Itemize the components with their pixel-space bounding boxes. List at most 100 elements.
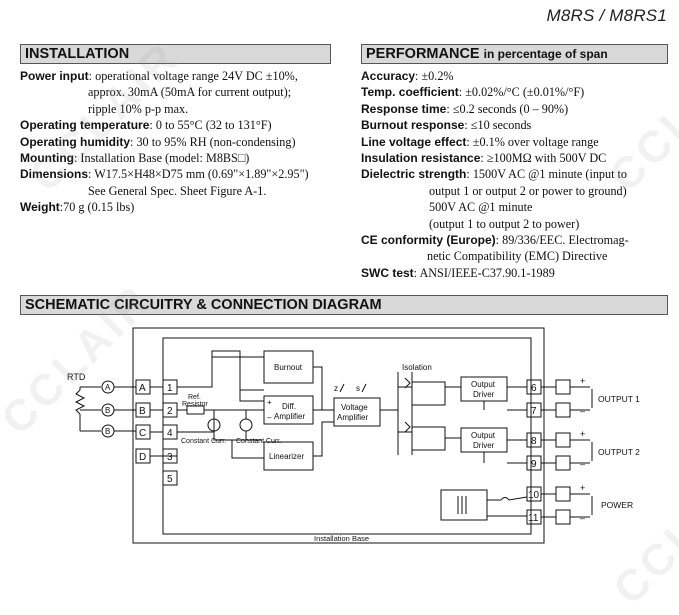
performance-spec-separator: : [466, 167, 473, 182]
performance-spec-row: Dielectric strength: 1500V AC @1 minute … [361, 166, 679, 182]
ref-resistor-label-1: Ref. [188, 394, 201, 401]
performance-spec-label: Accuracy [361, 69, 416, 83]
performance-spec-row: Burnout response: ≤10 seconds [361, 117, 679, 133]
isolation-barrier [397, 372, 413, 455]
model-number: M8RS / M8RS1 [546, 6, 667, 25]
power-minus: – [580, 513, 585, 523]
schematic-header: SCHEMATIC CIRCUITRY & CONNECTION DIAGRAM [20, 295, 668, 315]
constant-current-label-1: Constant Curr. [181, 438, 226, 445]
diff-amp-label-2: Amplifier [274, 412, 305, 421]
installation-spec-row: Operating temperature: 0 to 55°C (32 to … [20, 117, 350, 133]
performance-spec-value: ±0.02%/°C (±0.01%/°F) [465, 85, 585, 100]
installation-spec-value-continued: approx. 30mA (50mA for current output); [88, 85, 292, 100]
performance-spec-row: Response time: ≤0.2 seconds (0 – 90%) [361, 101, 679, 117]
performance-spec-value: ≤0.2 seconds (0 – 90%) [452, 101, 569, 116]
performance-spec-value: 1500V AC @1 minute (input to [472, 167, 628, 182]
base-out-6 [555, 379, 571, 395]
out1-plus: + [580, 376, 585, 386]
performance-spec-row: CE conformity (Europe): 89/336/EEC. Elec… [361, 232, 679, 248]
installation-spec-value: 0 to 55°C (32 to 131°F) [155, 118, 272, 133]
performance-spec-separator: : [480, 151, 487, 166]
performance-title: PERFORMANCE [366, 46, 480, 62]
performance-spec-value: ≥100MΩ with 500V DC [486, 151, 607, 166]
installation-spec-separator: : [130, 134, 137, 149]
rtd-resistor [74, 389, 86, 415]
installation-spec-label: Weight [20, 200, 60, 215]
performance-spec-row: SWC test: ANSI/IEEE-C37.90.1-1989 [361, 265, 679, 281]
diff-amp-plus: + [267, 398, 272, 407]
installation-spec-label: Operating humidity [20, 134, 131, 149]
term-1-label: 1 [167, 383, 173, 394]
installation-spec-separator: : [59, 200, 64, 215]
isolation-label: Isolation [402, 363, 432, 372]
installation-spec-value: W17.5×H48×D75 mm (0.69"×1.89"×2.95") [94, 167, 309, 182]
output-1-label: OUTPUT 1 [598, 394, 640, 404]
performance-spec-value-continued: (output 1 to output 2 to power) [429, 216, 580, 231]
voltage-amp-label-2: Amplifier [337, 413, 368, 422]
performance-spec-value-continued: output 1 or output 2 or power to ground) [429, 183, 627, 198]
installation-spec-label: Power input [20, 69, 89, 83]
term-6-label: 6 [531, 383, 537, 394]
schematic-title: SCHEMATIC CIRCUITRY & CONNECTION DIAGRAM [25, 297, 382, 313]
installation-spec-separator: : [73, 151, 81, 166]
performance-spec-value-continued: 500V AC @1 minute [429, 200, 533, 215]
installation-specs: Power input: operational voltage range 2… [20, 68, 350, 216]
installation-spec-label: Operating temperature [20, 118, 150, 133]
driver-2-label-1: Output [471, 431, 496, 440]
module-terminal-5 [162, 470, 178, 486]
installation-spec-row: Power input: operational voltage range 2… [20, 68, 350, 84]
performance-spec-label: CE conformity (Europe) [361, 233, 496, 248]
term-2-label: 2 [167, 406, 173, 417]
installation-spec-value-continued: ripple 10% p-p max. [88, 101, 189, 116]
installation-spec-row: Dimensions: W17.5×H48×D75 mm (0.69"×1.89… [20, 166, 350, 182]
term-9-label: 9 [531, 459, 537, 470]
z-label: z [334, 384, 338, 393]
driver-1-label-1: Output [471, 380, 496, 389]
performance-spec-label: Insulation resistance [361, 151, 481, 166]
base-out-8 [555, 432, 571, 448]
installation-spec-value: 30 to 95% RH (non-condensing) [136, 134, 296, 149]
performance-spec-value: ANSI/IEEE-C37.90.1-1989 [419, 265, 555, 280]
s-label: s [356, 384, 360, 393]
term-10-label: 10 [528, 490, 540, 501]
installation-base-outline [132, 327, 545, 544]
term-b-label: B [139, 406, 146, 417]
performance-spec-value-continued: netic Compatibility (EMC) Directive [427, 249, 608, 264]
performance-header: PERFORMANCE in percentage of span [361, 44, 668, 64]
performance-spec-label: Dielectric strength [361, 167, 467, 182]
rtd-mark-b1-label: B [105, 406, 110, 415]
performance-spec-separator: : [415, 69, 422, 83]
rtd-mark-b2-label: B [105, 427, 110, 436]
installation-spec-row: Mounting: Installation Base (model: M8BS… [20, 150, 350, 166]
performance-spec-separator: : [446, 101, 453, 116]
performance-spec-value: ±0.1% over voltage range [472, 134, 599, 149]
out2-minus: – [580, 459, 585, 469]
installation-spec-label: Mounting [20, 151, 74, 166]
installation-base-label: Installation Base [314, 534, 369, 543]
base-out-10 [555, 486, 571, 502]
performance-spec-separator: : [458, 85, 466, 100]
performance-spec-label: Burnout response [361, 118, 465, 133]
installation-spec-separator: : [88, 69, 96, 83]
performance-spec-separator: : [413, 265, 420, 280]
schematic-diagram: RTD A B B A B C D 1 2 4 3 5 Ref. Resisto… [67, 327, 640, 544]
constant-current-label-2: Constant Curr. [236, 438, 281, 445]
installation-spec-label: Dimensions [20, 167, 89, 182]
installation-spec-value: operational voltage range 24V DC ±10%, [95, 69, 298, 83]
diff-amp-label-1: Diff. [282, 402, 296, 411]
performance-spec-separator: : [464, 118, 471, 133]
performance-spec-row: Accuracy: ±0.2% [361, 68, 679, 84]
power-plus: + [580, 483, 585, 493]
term-8-label: 8 [531, 436, 537, 447]
performance-spec-label: Line voltage effect [361, 134, 467, 149]
term-5-label: 5 [167, 474, 173, 485]
driver-2-label-2: Driver [473, 441, 495, 450]
installation-header: INSTALLATION [20, 44, 331, 64]
driver-1-label-2: Driver [473, 390, 495, 399]
installation-spec-separator: : [149, 118, 156, 133]
performance-spec-row: Insulation resistance: ≥100MΩ with 500V … [361, 150, 679, 166]
installation-spec-value: Installation Base (model: M8BS□) [80, 151, 250, 166]
power-label: POWER [601, 500, 633, 510]
installation-spec-row: Weight:70 g (0.15 lbs) [20, 199, 350, 215]
rtd-label: RTD [67, 372, 86, 382]
